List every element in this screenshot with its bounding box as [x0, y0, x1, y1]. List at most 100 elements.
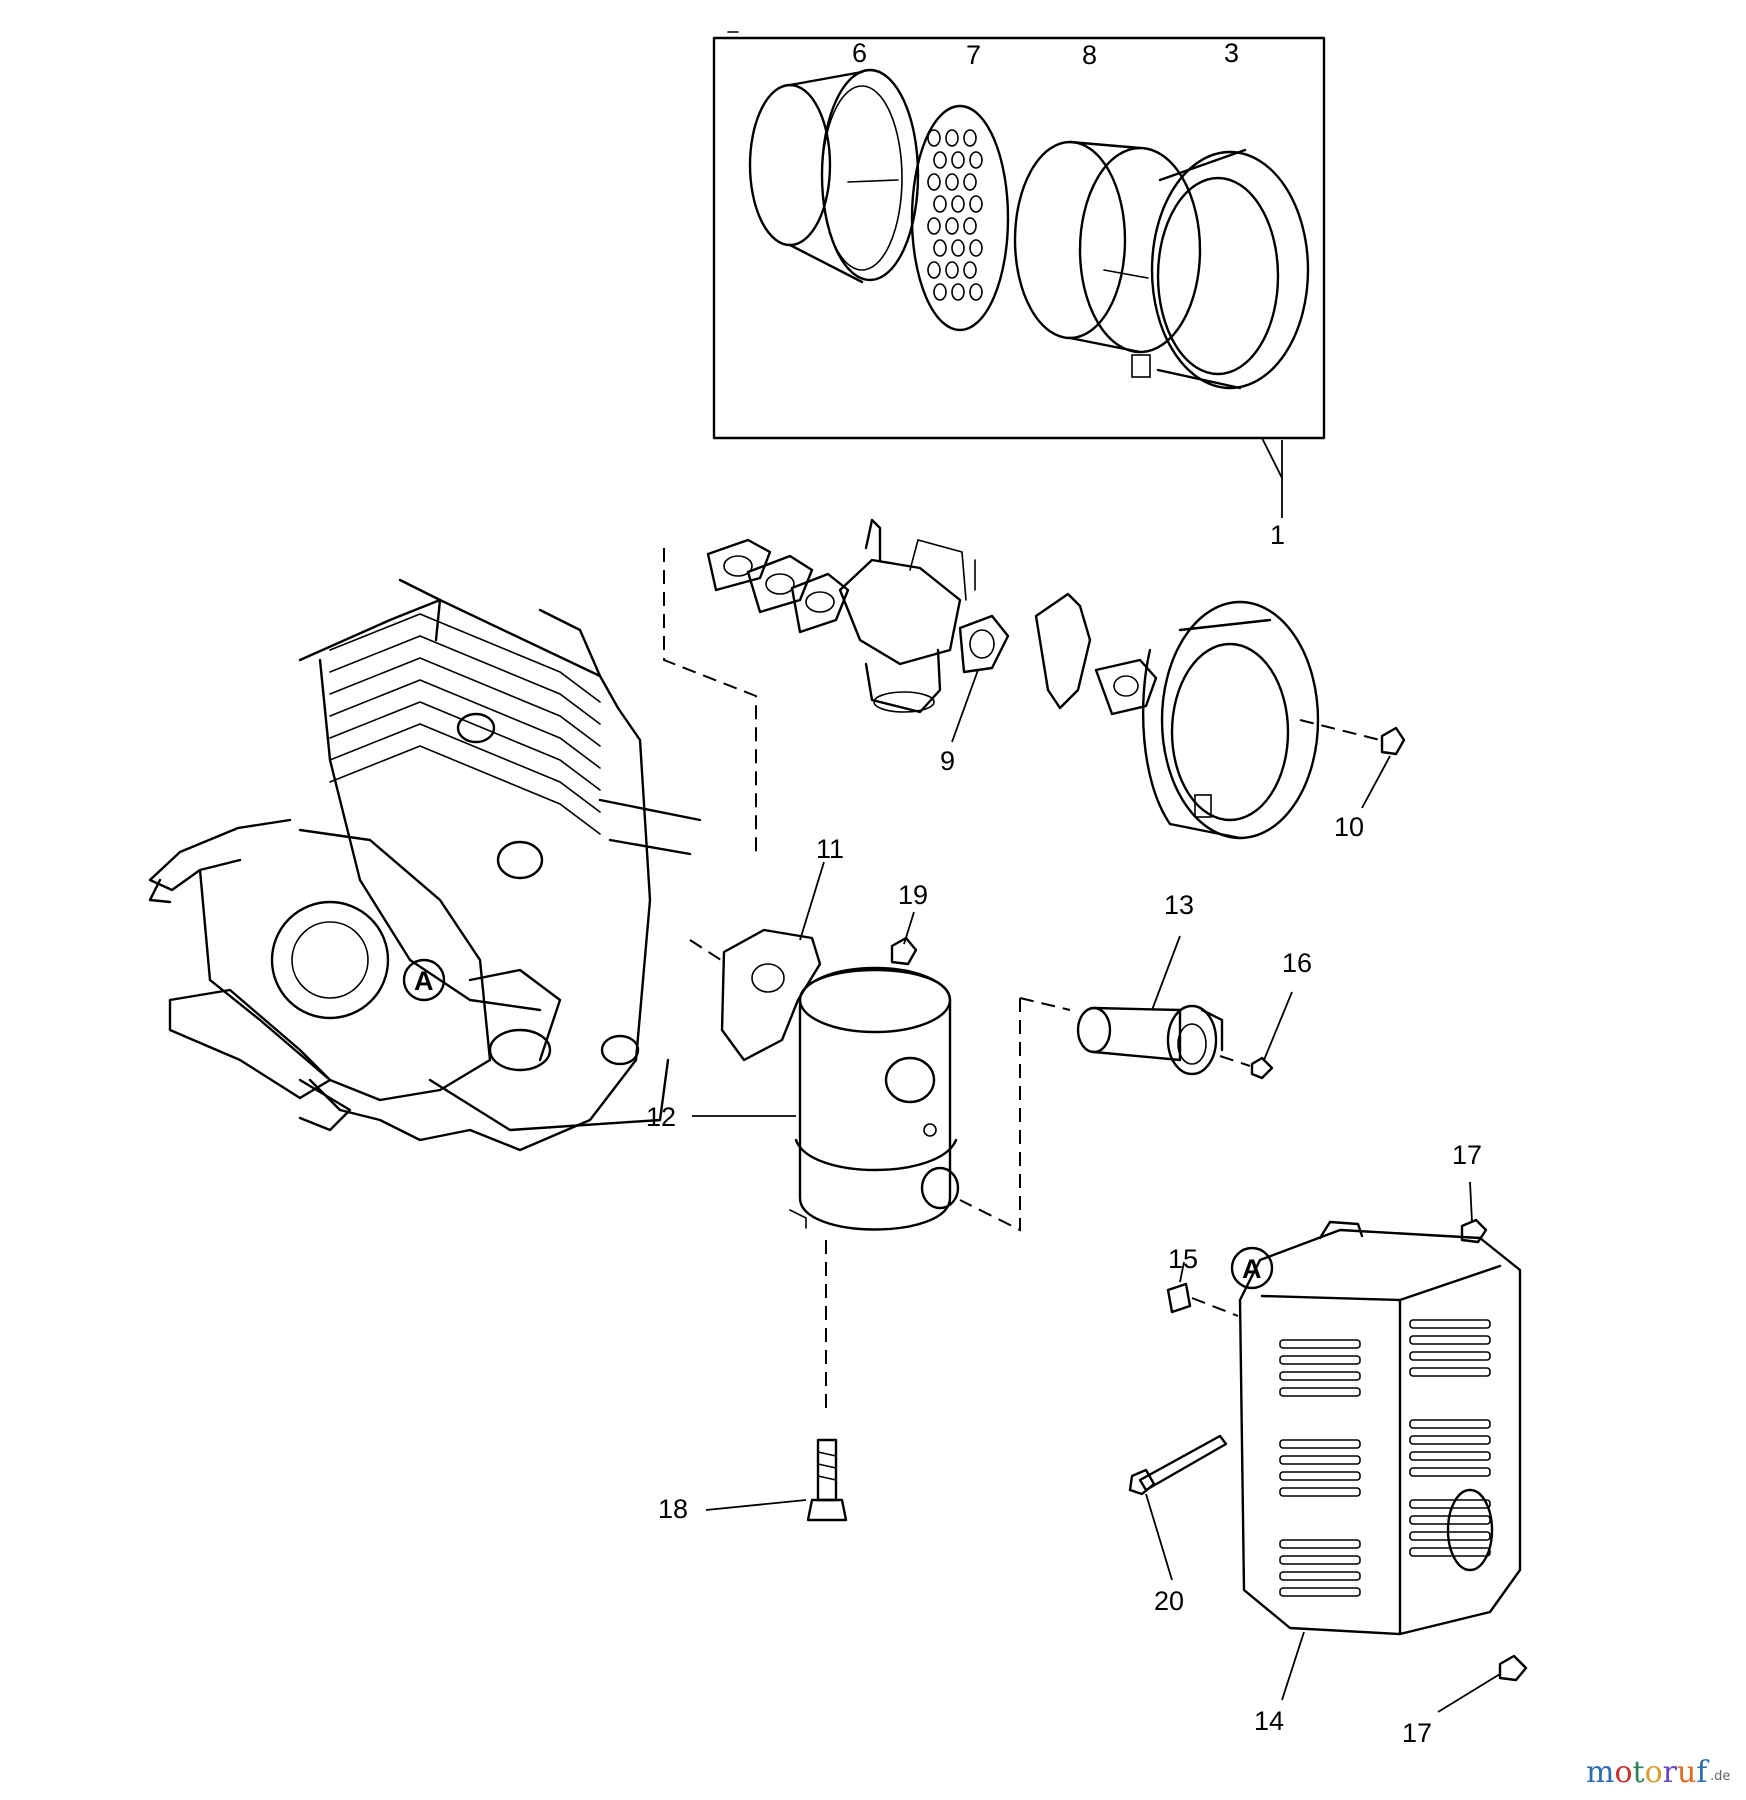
part-10-nut	[1299, 719, 1406, 809]
callout-19: 19	[898, 880, 928, 910]
vent-slot	[1409, 1467, 1491, 1477]
watermark-brand: motoruf	[1586, 1755, 1709, 1790]
callout-1: 1	[1270, 520, 1285, 550]
part-15-pin	[1166, 1261, 1239, 1317]
plate-hole	[951, 195, 965, 213]
plate-hole	[951, 239, 965, 257]
callout-6: 6	[852, 38, 867, 68]
plate-hole	[933, 151, 947, 169]
plate-hole	[933, 239, 947, 257]
air-cleaner-group-frame	[712, 31, 1326, 518]
cooling-fin	[329, 679, 601, 769]
part-3-cleaner-cover	[1131, 148, 1310, 390]
vent-slot	[1409, 1515, 1491, 1525]
part-16-screw	[1219, 991, 1293, 1080]
plate-hole	[963, 217, 977, 235]
callout-11: 11	[816, 834, 844, 864]
reference-marker-guard: A	[1230, 1246, 1274, 1290]
callout-labels: 1 3 6 7 8 9 10 11 12 13 14 15 16 17 17 1…	[646, 38, 1482, 1748]
callout-13: 13	[1164, 890, 1194, 920]
vent-slot	[1409, 1451, 1491, 1461]
part-17-bolt-bottom	[1437, 1654, 1528, 1713]
callout-17-bottom: 17	[1402, 1718, 1432, 1748]
callout-7: 7	[966, 40, 981, 70]
plate-hole	[927, 173, 941, 191]
cooling-fin	[329, 657, 601, 747]
vent-slot	[1409, 1351, 1491, 1361]
callout-10: 10	[1334, 812, 1364, 842]
cooling-fin	[329, 635, 601, 725]
watermark-tld: .de	[1710, 1769, 1730, 1784]
callout-9: 9	[940, 746, 955, 776]
vent-slot	[1409, 1367, 1491, 1377]
watermark: motoruf .de	[1586, 1755, 1730, 1790]
plate-hole	[963, 129, 977, 147]
callout-12: 12	[646, 1102, 676, 1132]
callout-18: 18	[658, 1494, 688, 1524]
reference-marker-engine: A	[402, 958, 446, 1002]
vent-slot	[1279, 1587, 1361, 1597]
plate-hole	[933, 195, 947, 213]
vent-slot	[1279, 1487, 1361, 1497]
vent-slot	[1409, 1435, 1491, 1445]
plate-hole	[945, 261, 959, 279]
part-12-muffler	[692, 966, 960, 1410]
vent-slot	[1279, 1339, 1361, 1349]
cooling-fin	[329, 723, 601, 813]
part-7-perforated-plate	[910, 104, 1010, 332]
plate-hole	[951, 151, 965, 169]
vent-slot	[1409, 1419, 1491, 1429]
part-11-exhaust-gasket	[689, 861, 825, 1062]
carburetor	[838, 518, 976, 714]
callout-17-top: 17	[1452, 1140, 1482, 1170]
plate-hole	[963, 261, 977, 279]
plate-hole	[927, 261, 941, 279]
callout-3: 3	[1224, 38, 1239, 68]
vent-slot	[1279, 1439, 1361, 1449]
part-13-spark-arrester	[1076, 935, 1224, 1076]
svg-text:A: A	[414, 966, 434, 996]
callout-14: 14	[1254, 1706, 1284, 1736]
air-cleaner-base	[1141, 600, 1320, 840]
plate-hole	[969, 283, 983, 301]
plate-hole	[945, 217, 959, 235]
intake-gaskets	[663, 538, 850, 856]
plate-hole	[927, 217, 941, 235]
vent-slot	[1279, 1387, 1361, 1397]
vent-slot	[1409, 1499, 1491, 1509]
callout-15: 15	[1168, 1244, 1198, 1274]
vent-slot	[1279, 1539, 1361, 1549]
vent-slot	[1279, 1571, 1361, 1581]
plate-hole	[933, 283, 947, 301]
intake-bracket	[1034, 592, 1158, 716]
part-9-gasket	[951, 614, 1010, 743]
plate-hole	[945, 129, 959, 147]
part-14-muffler-guard	[1238, 1220, 1522, 1701]
cooling-fin	[329, 745, 601, 835]
plate-hole	[945, 173, 959, 191]
vent-slot	[1279, 1455, 1361, 1465]
plate-hole	[969, 151, 983, 169]
plate-hole	[969, 195, 983, 213]
vent-slot	[1409, 1531, 1491, 1541]
part-17-bolt-top	[1460, 1181, 1488, 1244]
engine-block	[298, 578, 702, 1152]
vent-slot	[1279, 1555, 1361, 1565]
plate-hole	[951, 283, 965, 301]
vent-slot	[1409, 1319, 1491, 1329]
fan-housing	[148, 818, 492, 1132]
svg-text:A: A	[1242, 1254, 1262, 1284]
vent-slot	[1409, 1547, 1491, 1557]
part-20-long-bolt	[1128, 1434, 1228, 1581]
plate-hole	[969, 239, 983, 257]
cooling-fin	[329, 613, 601, 703]
plate-hole	[927, 129, 941, 147]
callout-20: 20	[1154, 1586, 1184, 1616]
part-6-cleaner-case	[748, 68, 920, 284]
exhaust-pipe-dash	[959, 997, 1071, 1232]
vent-slot	[1409, 1335, 1491, 1345]
vent-slot	[1279, 1355, 1361, 1365]
vent-slot	[1279, 1371, 1361, 1381]
